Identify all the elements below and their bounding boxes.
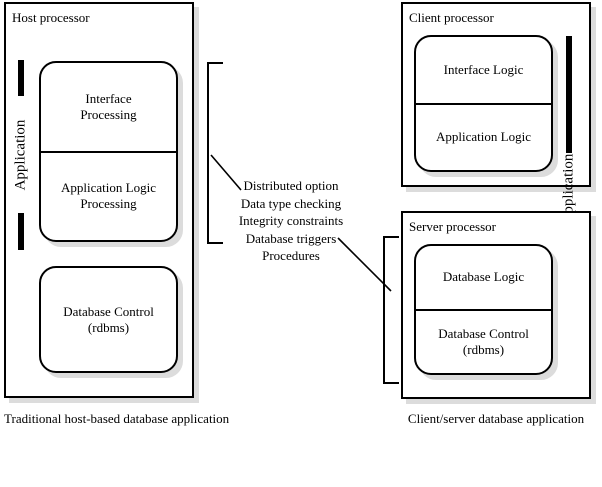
server-database-control-line2: (rdbms) <box>462 341 505 357</box>
host-application-bar-top <box>18 60 24 96</box>
middle-annotation-line-4: Database triggers <box>245 230 337 246</box>
host-application-logic-cell: Application Logic Processing <box>41 153 176 241</box>
host-caption-line2: database application <box>123 411 230 426</box>
host-database-control-line2: (rdbms) <box>87 319 130 335</box>
middle-annotation-line-1: Distributed option <box>243 178 339 193</box>
server-database-logic-label: Database Logic <box>442 269 525 285</box>
client-application-logic-label: Application Logic <box>436 129 531 145</box>
middle-annotation-line-3: Integrity constraints <box>238 213 344 228</box>
host-interface-processing-line1: Interface <box>85 90 132 106</box>
clientserver-application-bar-top <box>566 36 572 153</box>
client-interface-logic-label: Interface Logic <box>443 61 524 77</box>
host-database-control-line1: Database Control <box>63 303 154 319</box>
host-interface-processing-line2: Processing <box>80 106 137 122</box>
server-database-logic-cell: Database Logic <box>416 246 551 311</box>
host-database-control-cell: Database Control (rdbms) <box>41 268 176 371</box>
middle-annotation-text: Distributed option Data type checking In… <box>232 177 350 265</box>
host-application-logic-line1: Application Logic <box>61 180 156 196</box>
host-application-annotation: Application <box>13 60 29 250</box>
host-annotation-bracket <box>207 62 223 244</box>
clientserver-caption: Client/server database application <box>401 410 591 428</box>
client-interface-logic-cell: Interface Logic <box>416 37 551 105</box>
server-database-control-cell: Database Control (rdbms) <box>416 311 551 374</box>
host-caption: Traditional host-based database applicat… <box>4 410 229 428</box>
client-processor-title: Client processor <box>409 10 494 25</box>
host-database-control-box: Database Control (rdbms) <box>39 266 178 373</box>
middle-annotation-line-5: Procedures <box>262 248 320 263</box>
server-annotation-bracket <box>383 236 399 384</box>
host-application-bar-bottom <box>18 213 24 250</box>
host-caption-line1: Traditional host-based <box>4 411 121 426</box>
host-processing-box: Interface Processing Application Logic P… <box>39 61 178 242</box>
client-application-logic-cell: Application Logic <box>416 105 551 171</box>
client-logic-box: Interface Logic Application Logic <box>414 35 553 172</box>
server-database-box: Database Logic Database Control (rdbms) <box>414 244 553 375</box>
host-application-logic-line2: Processing <box>80 196 137 212</box>
clientserver-caption-line1: Client/server <box>407 411 476 426</box>
server-processor-title: Server processor <box>409 219 496 234</box>
server-database-control-line1: Database Control <box>438 325 529 341</box>
clientserver-caption-line2: database application <box>478 411 585 426</box>
host-processor-title: Host processor <box>12 10 90 25</box>
host-interface-processing-cell: Interface Processing <box>41 63 176 153</box>
middle-annotation-line-2: Data type checking <box>240 195 342 211</box>
